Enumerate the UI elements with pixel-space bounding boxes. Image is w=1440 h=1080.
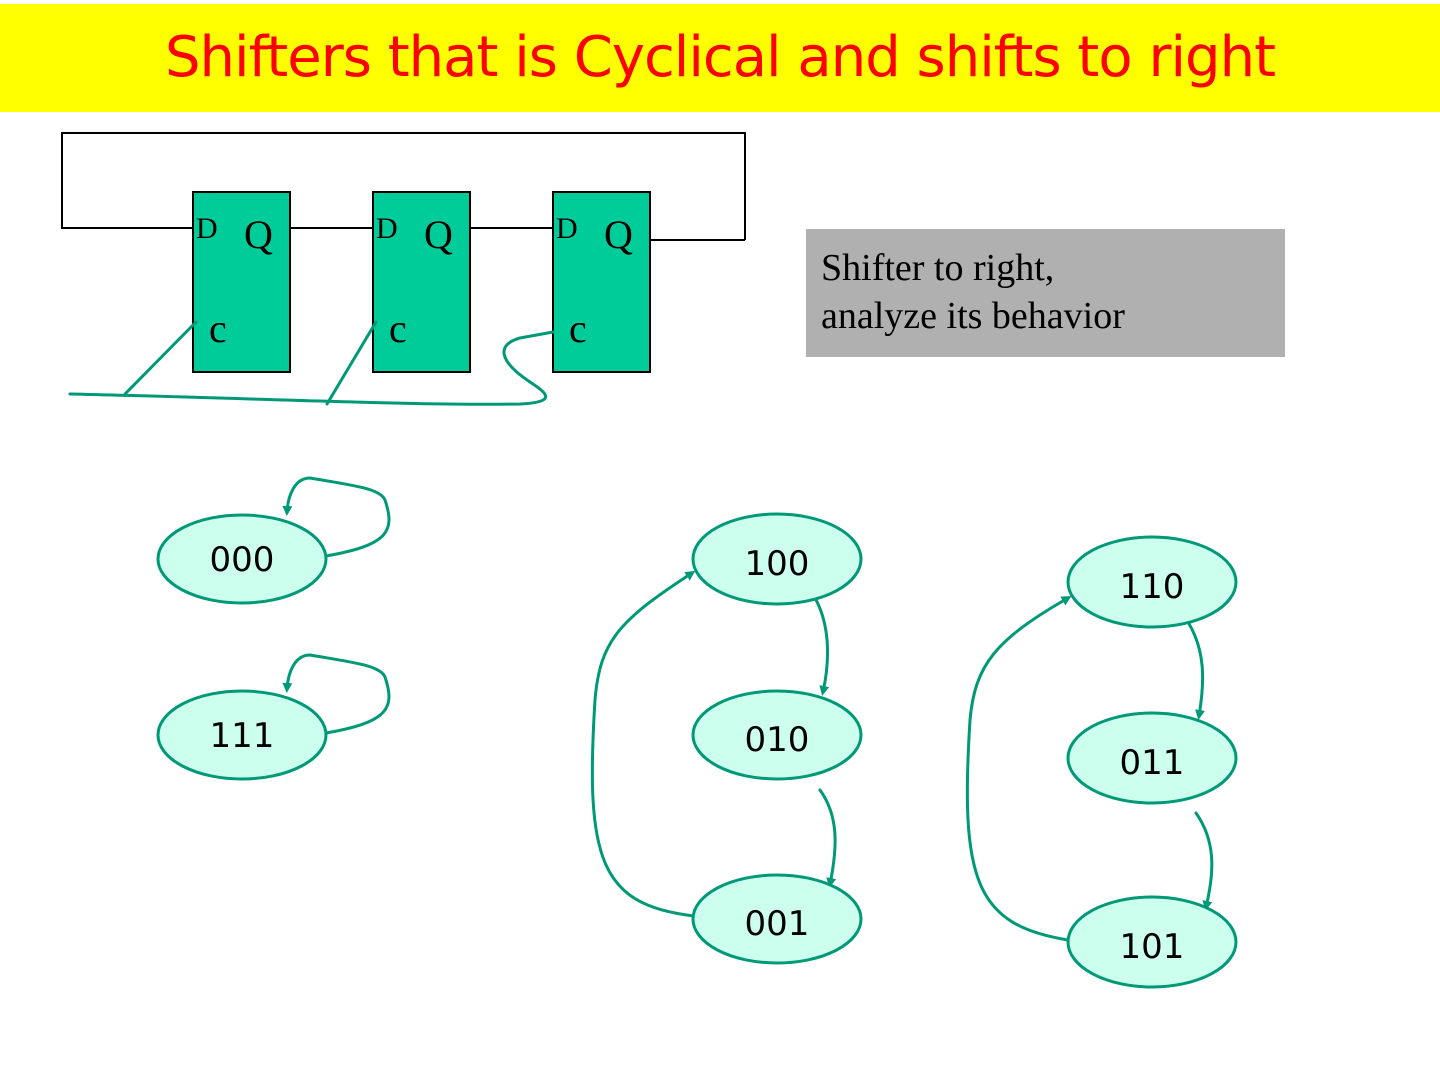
edge-101-110 bbox=[965, 596, 1072, 942]
state-100-node bbox=[691, 512, 863, 606]
edge-001-100 bbox=[590, 570, 696, 918]
flipflop-1-q-label: Q bbox=[244, 212, 273, 257]
state-101-label: 101 bbox=[1120, 927, 1185, 967]
state-010-node bbox=[691, 689, 863, 781]
state-111-label: 111 bbox=[210, 716, 275, 756]
edge-111-self bbox=[282, 653, 391, 735]
state-000-node bbox=[156, 513, 328, 605]
flipflop-1-d-label: D bbox=[196, 212, 218, 245]
flipflop-2-q-label: Q bbox=[424, 212, 453, 257]
state-001: 001 bbox=[691, 873, 863, 965]
state-110: 110 bbox=[1066, 535, 1238, 629]
state-111-node bbox=[156, 689, 328, 781]
clock-tap-ff1 bbox=[123, 320, 198, 396]
clock-wiring bbox=[68, 320, 555, 406]
state-011-label: 011 bbox=[1120, 743, 1185, 783]
state-110-node bbox=[1066, 535, 1238, 629]
edge-011-101 bbox=[1194, 811, 1214, 911]
edge-110-011 bbox=[1186, 620, 1205, 720]
state-001-label: 001 bbox=[745, 904, 810, 944]
state-101: 101 bbox=[1066, 895, 1238, 989]
note-box bbox=[806, 229, 1285, 357]
note-line-2: analyze its behavior bbox=[821, 295, 1125, 337]
flipflop-3-d-label: D bbox=[556, 212, 578, 245]
feedback-wiring bbox=[61, 132, 746, 241]
state-101-node bbox=[1066, 895, 1238, 989]
note-line-1: Shifter to right, bbox=[821, 247, 1055, 289]
state-011: 011 bbox=[1066, 711, 1238, 805]
flipflop-3-body bbox=[552, 191, 651, 373]
feedback-loop-wire bbox=[61, 132, 746, 240]
edge-100-010 bbox=[813, 596, 830, 696]
flipflop-1-body bbox=[192, 191, 291, 373]
edge-010-001 bbox=[818, 788, 837, 888]
flipflop-3-c-label: c bbox=[569, 306, 587, 351]
clock-tap-ff3 bbox=[502, 330, 555, 384]
clock-bus bbox=[68, 380, 548, 406]
slide-title: Shifters that is Cyclical and shifts to … bbox=[164, 25, 1276, 90]
state-100-label: 100 bbox=[745, 544, 810, 584]
state-111: 111 bbox=[156, 689, 328, 781]
edge-000-self bbox=[282, 476, 391, 558]
state-110-label: 110 bbox=[1120, 567, 1185, 607]
state-010: 010 bbox=[691, 689, 863, 781]
state-010-label: 010 bbox=[745, 720, 810, 760]
flipflop-1-c-label: c bbox=[209, 306, 227, 351]
flipflop-3-q-label: Q bbox=[604, 212, 633, 257]
flipflop-1: D Q c bbox=[192, 191, 291, 373]
state-000: 000 bbox=[156, 513, 328, 605]
state-011-node bbox=[1066, 711, 1238, 805]
state-edges bbox=[282, 476, 1214, 942]
flipflop-2-d-label: D bbox=[376, 212, 398, 245]
flipflop-3: D Q c bbox=[552, 191, 651, 373]
flipflop-2: D Q c bbox=[372, 191, 471, 373]
state-000-label: 000 bbox=[210, 540, 275, 580]
note-text: Shifter to right, analyze its behavior bbox=[821, 244, 1281, 340]
clock-tap-ff2 bbox=[325, 320, 378, 406]
title-bar bbox=[0, 4, 1440, 112]
flipflop-2-c-label: c bbox=[389, 306, 407, 351]
flipflop-2-body bbox=[372, 191, 471, 373]
state-100: 100 bbox=[691, 512, 863, 606]
state-001-node bbox=[691, 873, 863, 965]
